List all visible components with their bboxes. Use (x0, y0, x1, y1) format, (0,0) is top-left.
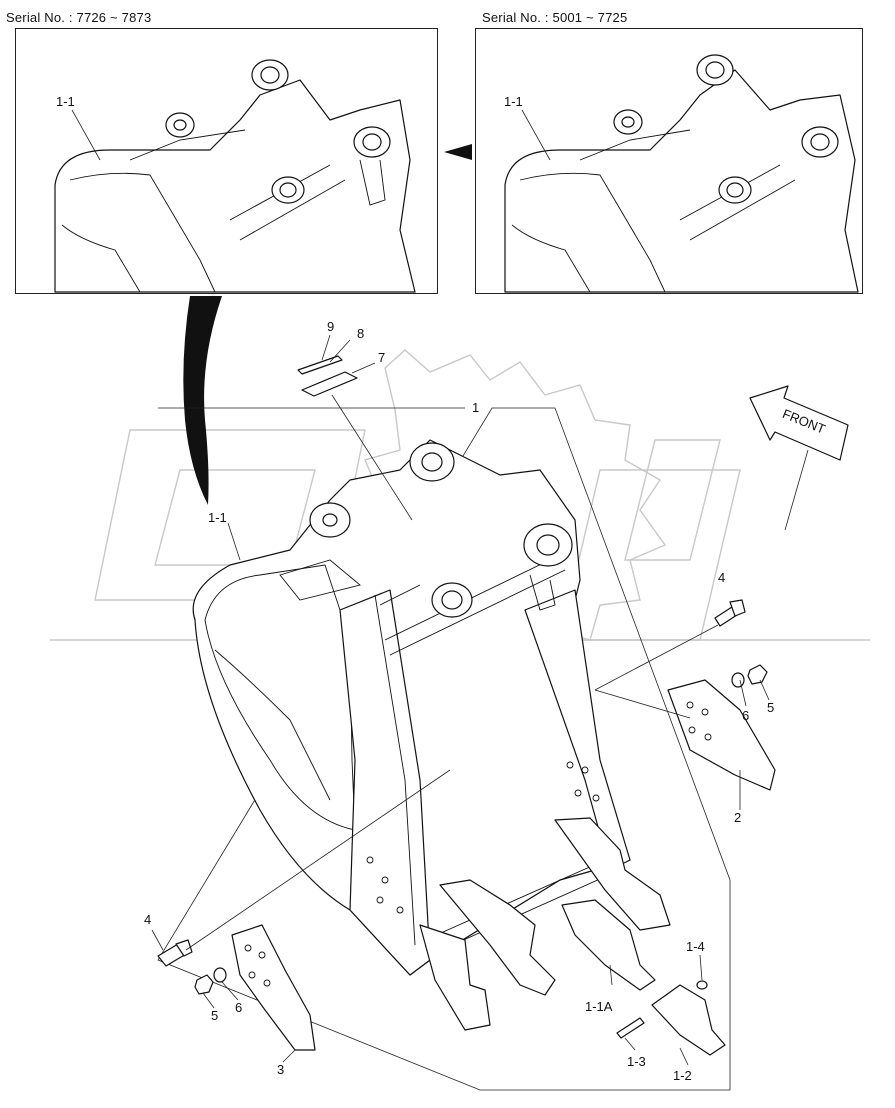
hardware (151, 522, 770, 1066)
callout-1-1: 1-1 (208, 510, 227, 525)
callout-3: 3 (277, 1062, 284, 1077)
callout-4-left: 4 (144, 912, 151, 927)
detail-connector-arrow-icon (183, 296, 222, 505)
serial-label-right: Serial No. : 5001 ~ 7725 (482, 10, 628, 25)
callout-5-left: 5 (211, 1008, 218, 1023)
callout-1: 1 (472, 400, 479, 415)
bucket-teeth (419, 817, 726, 1056)
callout-1-1A: 1-1A (585, 999, 613, 1014)
inset-left-drawing: 1-1 (54, 59, 416, 293)
serial-label-left: Serial No. : 7726 ~ 7873 (6, 10, 152, 25)
callout-4-right: 4 (718, 570, 725, 585)
assembly-boundary (157, 407, 731, 1091)
callout-9: 9 (327, 319, 334, 334)
callout-1-4: 1-4 (686, 939, 705, 954)
callout-6-left: 6 (235, 1000, 242, 1015)
callout-5-right: 5 (767, 700, 774, 715)
inset-right-drawing: 1-1 (504, 54, 859, 293)
callout-7: 7 (378, 350, 385, 365)
callout-1-1-right: 1-1 (504, 94, 523, 109)
callout-1-1-left: 1-1 (56, 94, 75, 109)
arrow-between-insets-icon (444, 144, 472, 160)
front-arrow: FRONT (749, 385, 849, 531)
callout-2: 2 (734, 810, 741, 825)
callout-8: 8 (357, 326, 364, 341)
side-cutters (231, 679, 776, 1051)
callout-1-3: 1-3 (627, 1054, 646, 1069)
callout-1-2: 1-2 (673, 1068, 692, 1083)
bucket-assembly (192, 439, 631, 976)
callout-6-right: 6 (742, 708, 749, 723)
pin-parts: 9 8 7 (297, 319, 413, 521)
